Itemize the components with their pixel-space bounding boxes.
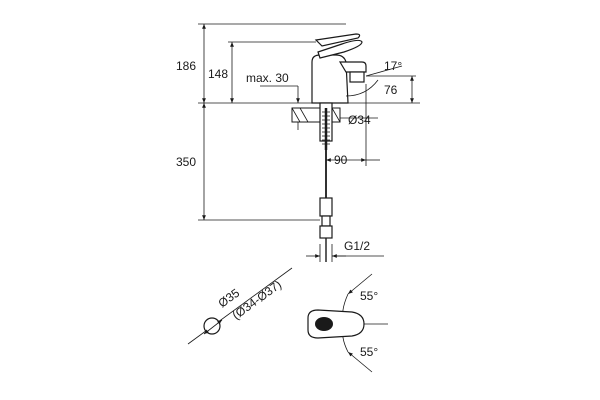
label-angle-55-top: 55° [360,289,378,303]
label-350: 350 [176,155,196,169]
hose-fitting-lower [321,215,331,227]
lever-plan-cap [315,317,333,331]
supply-hose [319,150,333,262]
label-148: 148 [208,67,228,81]
label-angle-17: 17° [384,59,402,73]
mounting-hole-circle [203,317,221,335]
hole-diameter-line [203,319,223,335]
dimension-labels: 186 148 max. 30 17° 76 Ø34 350 90 G1/2 [176,59,402,253]
faucet-lever-top [314,33,361,47]
label-angle-55-bottom: 55° [360,345,378,359]
outlet-angle-line [365,65,403,77]
label-dia34: Ø34 [348,113,371,127]
outlet-swing-arc [345,79,379,97]
faucet-outlet [349,71,365,83]
hose-nut [319,225,333,239]
faucet-lever [317,39,363,59]
label-90: 90 [334,153,348,167]
dimension-lines [198,23,414,262]
label-max30: max. 30 [246,71,289,85]
mount-hatching [291,107,341,123]
lever-rotation-view: 55° 55° [307,273,388,373]
lever-plan-body [307,309,365,339]
hose-fitting-upper [319,197,333,217]
faucet-side-view [198,33,420,150]
label-186: 186 [176,59,196,73]
rotation-arrow-top [347,273,373,295]
label-76: 76 [384,83,398,97]
label-g12: G1/2 [344,239,370,253]
mounting-hole-detail: Ø35 (Ø34-Ø37) [187,267,293,345]
rotation-arrow-bottom [347,351,373,373]
faucet-body [311,54,349,104]
